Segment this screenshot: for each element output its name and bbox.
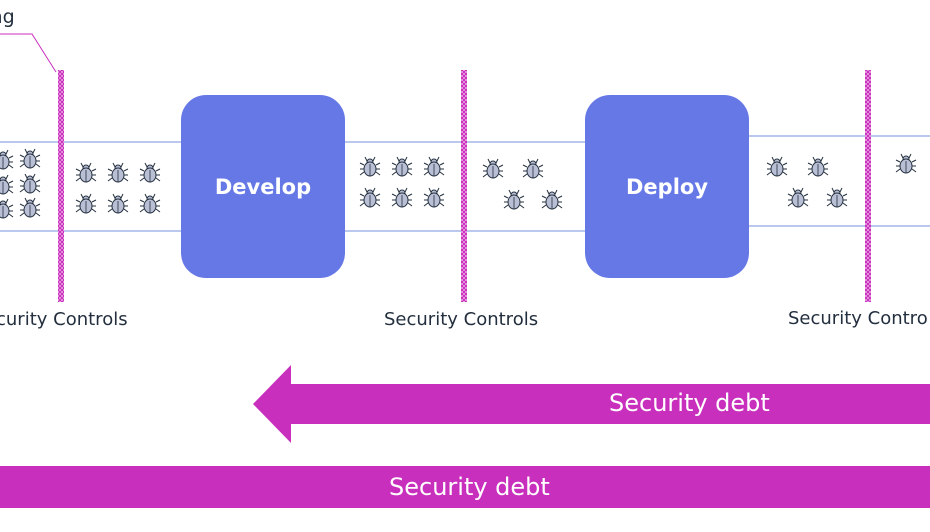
- bug-icon: [359, 156, 381, 177]
- bug-icon: [522, 158, 544, 179]
- develop-phase: Develop: [182, 96, 344, 277]
- security-control-gate-1: [58, 70, 64, 302]
- bug-icon: [895, 153, 917, 174]
- security-debt-arrow-label: Security debt: [609, 389, 770, 417]
- bug-icon: [423, 156, 445, 177]
- bug-group: [0, 148, 917, 219]
- bug-icon: [75, 162, 97, 183]
- bug-icon: [807, 156, 829, 177]
- security-debt-arrow: [253, 365, 930, 443]
- bug-icon: [75, 193, 97, 214]
- bug-icon: [0, 174, 14, 195]
- bug-icon: [359, 187, 381, 208]
- security-control-gate-2: [461, 70, 467, 302]
- security-controls-label-left: curity Controls: [0, 309, 128, 330]
- security-control-gate-3: [865, 70, 871, 302]
- bug-icon: [787, 187, 809, 208]
- callout-leader-line: [0, 33, 57, 73]
- security-controls-label-middle: Security Controls: [384, 309, 539, 330]
- bug-icon: [766, 156, 788, 177]
- bug-icon: [391, 187, 413, 208]
- callout-label: ling: [0, 6, 15, 28]
- security-debt-bar: Security debt: [0, 466, 930, 508]
- bug-icon: [139, 193, 161, 214]
- bug-icon: [107, 162, 129, 183]
- deploy-phase: Deploy: [586, 96, 748, 277]
- bug-icon: [541, 189, 563, 210]
- bug-icon: [19, 148, 41, 169]
- security-debt-bar-label: Security debt: [389, 473, 550, 501]
- bug-icon: [107, 193, 129, 214]
- bug-icon: [139, 162, 161, 183]
- bug-icon: [0, 149, 14, 170]
- bug-icon: [19, 173, 41, 194]
- bug-icon: [826, 187, 848, 208]
- deploy-phase-label: Deploy: [625, 174, 709, 199]
- bug-icon: [482, 158, 504, 179]
- security-controls-label-right: Security Contro: [788, 308, 928, 329]
- bug-icon: [391, 156, 413, 177]
- bug-icon: [503, 189, 525, 210]
- bug-icon: [423, 187, 445, 208]
- bug-icon: [0, 198, 14, 219]
- bug-icon: [19, 197, 41, 218]
- develop-phase-label: Develop: [214, 174, 312, 199]
